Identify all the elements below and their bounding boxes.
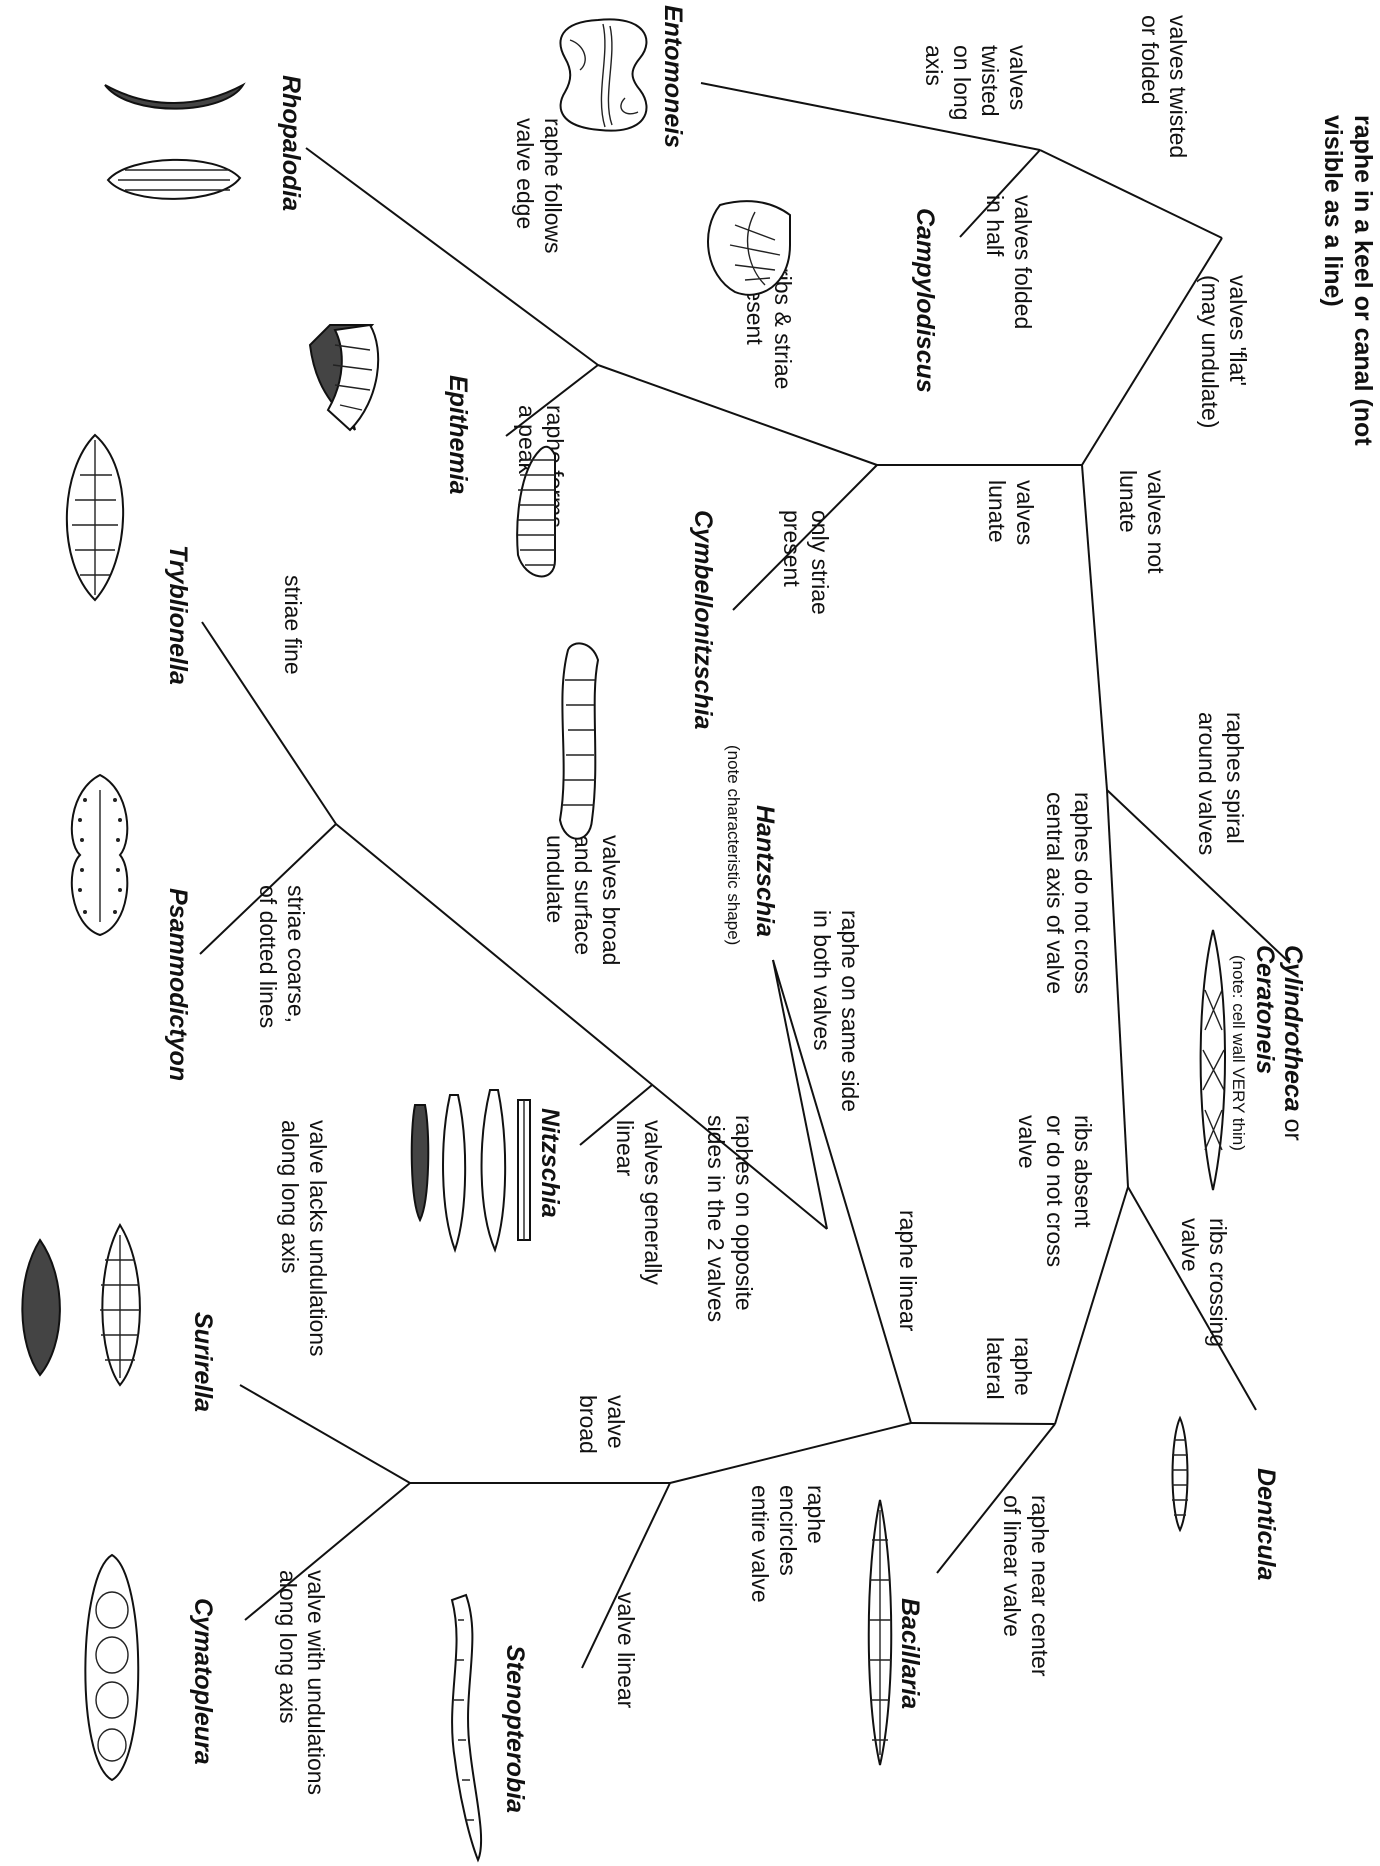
genus-cymbellonitzschia: Cymbellonitzschia: [689, 510, 717, 730]
genus-nitzschia: Nitzschia: [536, 1108, 564, 1218]
cylindrotheca-note: (note: cell wall VERY thin): [1229, 955, 1248, 1151]
node-striae-fine: striae fine: [280, 575, 306, 675]
node-raphe-same-side: raphe on same side in both valves: [809, 910, 863, 1118]
nitzschia-drawing: [410, 1089, 531, 1254]
genus-hantzschia: Hantzschia: [751, 805, 779, 937]
genus-labels: Entomoneis Rhopalodia Campylodiscus Epit…: [164, 5, 1307, 1813]
branch-notlunate-spiral: [1106, 789, 1291, 964]
node-valve-broad: valve broad: [575, 1395, 629, 1455]
branch-nocross-ribsabsent: [1054, 1186, 1129, 1425]
node-ribs-absent: ribs absent or do not cross valve: [1014, 1115, 1096, 1274]
branch-ribs-rhopalodia: [305, 147, 599, 366]
stenopterobia-drawing: [450, 1593, 483, 1863]
node-valves-not-lunate: valves not lunate: [1115, 470, 1169, 580]
genus-denticula: Denticula: [1252, 1468, 1280, 1581]
node-raphes-spiral: raphes spiral around valves: [1194, 712, 1248, 855]
node-valves-folded-half: valves folded in half: [982, 195, 1036, 336]
cylindrotheca-or: or: [1279, 1112, 1307, 1141]
psammodictyon-drawing: [70, 773, 129, 937]
genus-surirella: Surirella: [189, 1312, 217, 1412]
genus-rhopalodia: Rhopalodia: [277, 75, 305, 211]
surirella-drawing: [21, 1223, 141, 1387]
genus-ceratoneis: Ceratoneis: [1251, 945, 1279, 1074]
node-raphe-encircles: raphe encircles entire valve: [747, 1485, 829, 1603]
node-valves-generally-linear: valves generally linear: [612, 1120, 666, 1291]
epithemia-drawing: [308, 323, 380, 432]
node-raphe-linear: raphe linear: [895, 1210, 921, 1332]
branch-encircles-stenopterobia: [581, 1482, 671, 1669]
branch-ribsabsent-linear: [910, 1422, 1056, 1425]
node-valves-twisted-or-folded: valves twisted or folded: [1137, 15, 1191, 165]
node-valve-lacks-undulations: valve lacks undulations along long axis: [277, 1120, 331, 1363]
node-valve-with-undulations: valve with undulations along long axis: [275, 1570, 329, 1801]
branch-lunate-ribs: [597, 364, 878, 466]
branch-ribsabsent-bacillaria: [936, 1423, 1056, 1574]
branch-opposite-fork: [335, 823, 828, 1230]
bacillaria-drawing: [867, 1499, 893, 1766]
genus-entomoneis: Entomoneis: [659, 5, 687, 148]
branch-nocross-denticula: [1127, 1186, 1257, 1411]
branch-linear-hantzschia: [772, 959, 912, 1424]
node-valve-linear: valve linear: [613, 1592, 639, 1709]
genus-tryblionella: Tryblionella: [164, 545, 192, 685]
cylindrotheca-drawing: [1199, 929, 1227, 1191]
node-ribs-crossing: ribs crossing valve: [1177, 1218, 1231, 1354]
node-only-striae-present: only striae present: [779, 510, 833, 621]
node-raphe-lateral: raphe lateral: [982, 1337, 1036, 1402]
branch-ribs-epithemia: [505, 364, 599, 437]
node-raphes-opposite: raphes on opposite sides in the 2 valves: [703, 1115, 757, 1322]
branch-lunate-cymbellonitzschia: [732, 464, 878, 611]
branch-coarse-psammodictyon: [199, 823, 337, 955]
denticula-drawing: [1171, 1415, 1189, 1533]
entomoneis-drawing: [559, 18, 648, 132]
hantzschia-note: (note characteristic shape): [724, 745, 743, 945]
node-valves-lunate: valves lunate: [984, 480, 1038, 552]
branch-lines: [199, 82, 1291, 1669]
node-raphe-follows-edge: raphe follows valve edge: [512, 118, 566, 260]
cymatopleura-drawing: [84, 1553, 140, 1782]
branch-notlunate-nocross: [1106, 789, 1129, 1188]
genus-cylindrotheca: Cylindrotheca: [1279, 945, 1307, 1112]
tryblionella-drawing: [65, 433, 125, 602]
rhopalodia-drawing: [104, 82, 246, 200]
hantzschia-drawing: [558, 642, 600, 840]
genus-psammodictyon: Psammodictyon: [164, 888, 192, 1081]
genus-cymatopleura: Cymatopleura: [189, 1598, 217, 1765]
key-title: raphe in a keel or canal (not visible as…: [1319, 115, 1377, 453]
campylodiscus-drawing: [707, 200, 791, 296]
genus-bacillaria: Bacillaria: [896, 1598, 924, 1709]
branch-broad-cymatopleura: [244, 1482, 411, 1621]
branch-hantzschia-end: [772, 959, 828, 1230]
diatom-illustrations: [21, 18, 1227, 1863]
genus-stenopterobia: Stenopterobia: [501, 1645, 529, 1813]
node-raphe-near-center: raphe near center of linear valve: [999, 1495, 1053, 1683]
genus-campylodiscus: Campylodiscus: [911, 208, 939, 393]
node-labels: raphe in a keel or canal (not visible as…: [255, 15, 1377, 1801]
branch-broad-surirella: [239, 1384, 411, 1484]
branch-twisted-entomoneis: [700, 82, 1041, 151]
branch-fine-tryblionella: [201, 621, 337, 825]
node-valves-broad-undulate: valves broad and surface undulate: [542, 835, 624, 972]
branch-root-flat: [1081, 237, 1223, 466]
branch-twisted-campylodiscus: [959, 149, 1041, 238]
branch-flat-notlunate: [1081, 464, 1108, 791]
genus-epithemia: Epithemia: [444, 375, 472, 495]
cylindrotheca-label: Cylindrotheca or: [1279, 945, 1307, 1141]
node-valves-twisted-long-axis: valves twisted on long axis: [921, 45, 1031, 127]
branch-root-twisted: [1039, 149, 1223, 239]
node-striae-coarse: striae coarse, of dotted lines: [255, 885, 309, 1029]
node-raphes-no-cross: raphes do not cross central axis of valv…: [1042, 792, 1096, 1000]
cymbellonitzschia-drawing: [516, 445, 556, 578]
branch-linear-encircles: [669, 1422, 912, 1484]
branch-opposite-nitzschia: [579, 1084, 653, 1146]
node-valves-flat: valves 'flat' (may undulate): [1197, 275, 1251, 428]
